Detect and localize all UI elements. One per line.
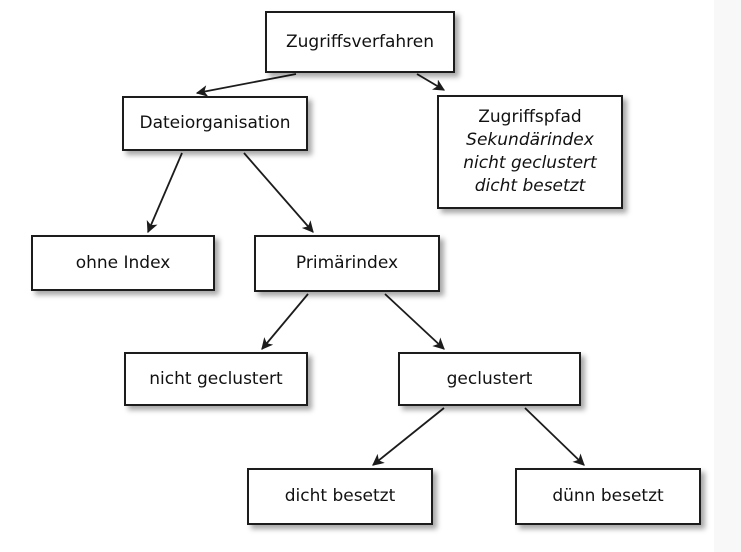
node-ohne-index-line: ohne Index: [75, 252, 171, 273]
node-geclustert[interactable]: geclustert: [398, 352, 581, 406]
node-duenn-besetzt[interactable]: dünn besetzt: [515, 468, 701, 525]
node-zugriffspfad-line: nicht geclustert: [463, 153, 597, 173]
node-zugriffsverfahren[interactable]: Zugriffsverfahren: [265, 11, 455, 73]
edge-primaerindex-nicht-geclustert: [261, 293, 309, 350]
node-nicht-geclustert[interactable]: nicht geclustert: [124, 352, 308, 406]
node-dicht-besetzt-line: dicht besetzt: [284, 486, 396, 507]
edge-dateiorganisation-ohne-index: [146, 152, 183, 234]
edge-geclustert-dicht-besetzt: [372, 407, 445, 466]
right-edge-strip: [714, 0, 741, 552]
node-primaerindex[interactable]: Primärindex: [254, 235, 440, 292]
node-duenn-besetzt-line: dünn besetzt: [552, 486, 664, 507]
edge-zugriffsverfahren-dateiorganisation: [195, 73, 297, 97]
edge-dateiorganisation-primaerindex: [243, 152, 314, 233]
edge-primaerindex-geclustert: [384, 293, 445, 350]
node-zugriffspfad-line: Sekundärindex: [466, 130, 594, 151]
node-geclustert-line: geclustert: [446, 368, 533, 389]
edge-zugriffsverfahren-zugriffspfad: [416, 73, 446, 91]
node-primaerindex-line: Primärindex: [295, 253, 399, 274]
node-dateiorganisation[interactable]: Dateiorganisation: [122, 96, 308, 151]
node-nicht-geclustert-line: nicht geclustert: [149, 368, 283, 389]
node-dicht-besetzt[interactable]: dicht besetzt: [247, 468, 433, 525]
node-dateiorganisation-line: Dateiorganisation: [139, 113, 291, 134]
node-zugriffspfad-line: dicht besetzt: [474, 175, 586, 196]
node-zugriffspfad-line: Zugriffspfad: [478, 107, 582, 128]
edge-geclustert-duenn-besetzt: [524, 407, 585, 466]
node-ohne-index[interactable]: ohne Index: [31, 235, 215, 291]
node-zugriffsverfahren-line: Zugriffsverfahren: [285, 31, 435, 52]
